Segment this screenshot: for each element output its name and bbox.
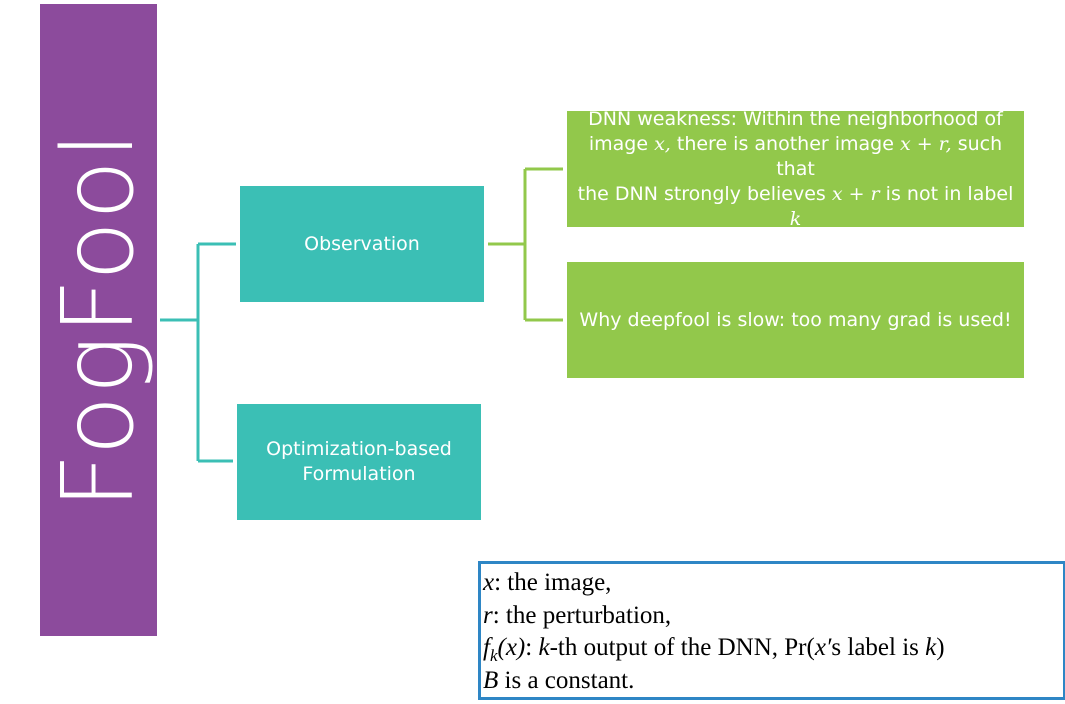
weakness-line1: DNN weakness: Within the neighborhood of <box>588 107 1003 130</box>
legend-line-x: x: the image, <box>483 569 612 596</box>
node-optimization-label-line2: Formulation <box>302 463 416 485</box>
node-optimization-formulation: Optimization-based Formulation <box>237 404 481 520</box>
node-dnn-weakness: DNN weakness: Within the neighborhood of… <box>567 108 1024 230</box>
legend-line-f: fk(x): k-th output of the DNN, Pr(x′s la… <box>483 634 945 665</box>
legend-line-b: B is a constant. <box>483 666 635 694</box>
node-observation: Observation <box>240 186 484 302</box>
weakness-line2: image x, there is another image x + r, s… <box>588 132 1003 180</box>
node-optimization-label-line1: Optimization-based <box>266 438 452 460</box>
notation-legend: x: the image, r: the perturbation, fk(x)… <box>478 561 1065 700</box>
title-bar: FogFool <box>40 4 157 636</box>
node-observation-label: Observation <box>304 232 420 255</box>
node-deepfool-slow: Why deepfool is slow: too many grad is u… <box>567 262 1024 378</box>
node-slow-label: Why deepfool is slow: too many grad is u… <box>579 308 1012 331</box>
legend-line-r: r: the perturbation, <box>483 601 672 629</box>
weakness-line3: the DNN strongly believes x + r is not i… <box>577 182 1014 230</box>
